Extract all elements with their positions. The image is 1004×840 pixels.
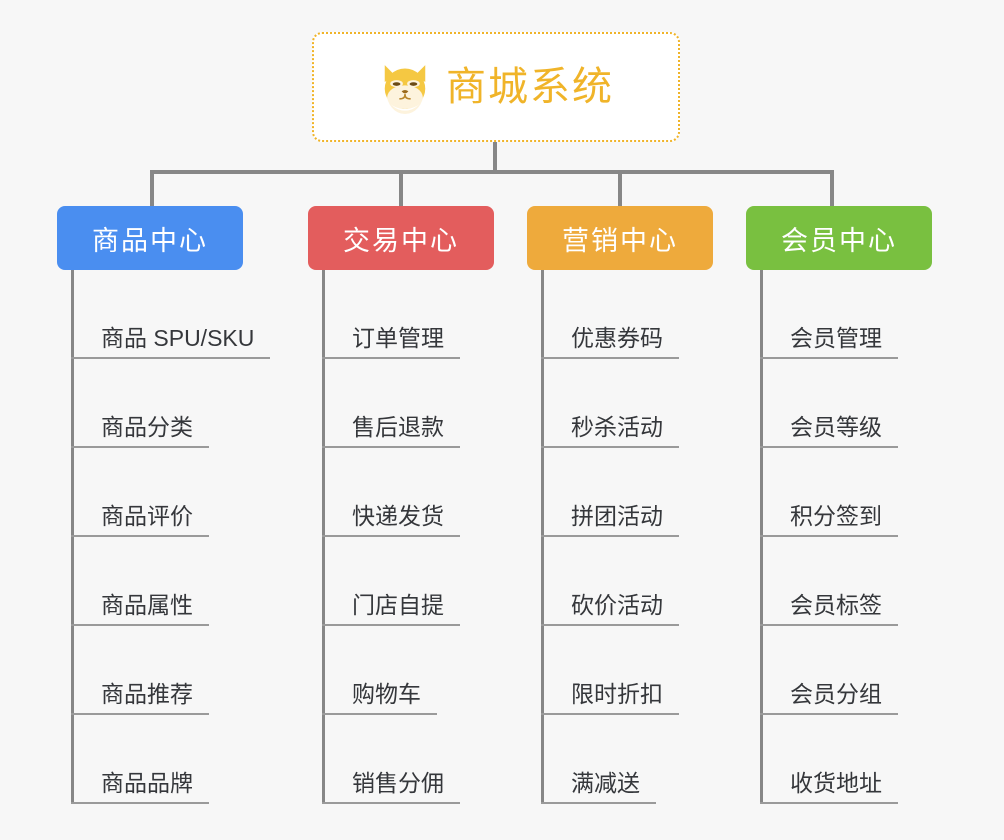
leaf-item-label: 商品属性: [71, 592, 209, 626]
leaf-item-label: 收货地址: [760, 770, 898, 804]
leaf-item-label: 砍价活动: [541, 592, 679, 626]
leaf-item-label: 会员标签: [760, 592, 898, 626]
leaf-item[interactable]: 商品推荐: [71, 626, 243, 715]
branch-member-center: 会员管理会员等级积分签到会员标签会员分组收货地址: [746, 270, 932, 804]
leaf-item[interactable]: 积分签到: [760, 448, 932, 537]
branch-spine: [760, 270, 763, 804]
leaf-item[interactable]: 销售分佣: [322, 715, 494, 804]
leaf-item-label: 优惠券码: [541, 325, 679, 359]
column-header-member-center[interactable]: 会员中心: [746, 206, 932, 270]
leaf-item[interactable]: 秒杀活动: [541, 359, 713, 448]
leaf-item-label: 会员分组: [760, 681, 898, 715]
column-marketing-center: 营销中心优惠券码秒杀活动拼团活动砍价活动限时折扣满减送: [527, 206, 713, 804]
leaf-item[interactable]: 商品 SPU/SKU: [71, 270, 271, 359]
leaf-item[interactable]: 会员标签: [760, 537, 932, 626]
connector-horizontal-bus: [150, 170, 834, 174]
leaf-item-label: 积分签到: [760, 503, 898, 537]
branch-trade-center: 订单管理售后退款快递发货门店自提购物车销售分佣: [308, 270, 494, 804]
leaf-item-label: 销售分佣: [322, 770, 460, 804]
column-header-marketing-center[interactable]: 营销中心: [527, 206, 713, 270]
leaf-item-label: 售后退款: [322, 414, 460, 448]
connector-drop-3: [618, 170, 622, 206]
connector-drop-2: [399, 170, 403, 206]
leaf-item[interactable]: 商品品牌: [71, 715, 243, 804]
column-member-center: 会员中心会员管理会员等级积分签到会员标签会员分组收货地址: [746, 206, 932, 804]
leaf-item[interactable]: 订单管理: [322, 270, 494, 359]
leaf-item-label: 商品评价: [71, 503, 209, 537]
leaf-item-label: 限时折扣: [541, 681, 679, 715]
shiba-dog-face-icon: [384, 65, 426, 114]
leaf-item-label: 商品推荐: [71, 681, 209, 715]
root-node[interactable]: 商城系统: [312, 32, 680, 142]
branch-spine: [541, 270, 544, 804]
branch-product-center: 商品 SPU/SKU 商品分类商品评价商品属性商品推荐商品品牌: [57, 270, 271, 804]
connector-drop-4: [830, 170, 834, 206]
column-header-product-center[interactable]: 商品中心: [57, 206, 243, 270]
leaf-item-label: 满减送: [541, 770, 656, 804]
leaf-item-label: 拼团活动: [541, 503, 679, 537]
connector-root-stem: [493, 142, 497, 172]
leaf-item-label: 门店自提: [322, 592, 460, 626]
leaf-item-label: 商品品牌: [71, 770, 209, 804]
root-node-box[interactable]: 商城系统: [312, 32, 680, 142]
leaf-item-label: 商品分类: [71, 414, 209, 448]
column-header-trade-center[interactable]: 交易中心: [308, 206, 494, 270]
leaf-item[interactable]: 快递发货: [322, 448, 494, 537]
leaf-item-label: 商品 SPU/SKU: [71, 325, 271, 359]
column-header-label: 商品中心: [92, 225, 208, 256]
leaf-item[interactable]: 满减送: [541, 715, 713, 804]
leaf-item[interactable]: 商品评价: [71, 448, 243, 537]
column-header-label: 交易中心: [343, 225, 459, 256]
leaf-item[interactable]: 购物车: [322, 626, 494, 715]
leaf-item[interactable]: 收货地址: [760, 715, 932, 804]
column-trade-center: 交易中心订单管理售后退款快递发货门店自提购物车销售分佣: [308, 206, 494, 804]
leaf-item-label: 快递发货: [322, 503, 460, 537]
leaf-item[interactable]: 售后退款: [322, 359, 494, 448]
branch-marketing-center: 优惠券码秒杀活动拼团活动砍价活动限时折扣满减送: [527, 270, 713, 804]
leaf-item[interactable]: 会员管理: [760, 270, 932, 359]
connector-drop-1: [150, 170, 154, 206]
leaf-item-label: 秒杀活动: [541, 414, 679, 448]
leaf-item[interactable]: 优惠券码: [541, 270, 713, 359]
leaf-item[interactable]: 限时折扣: [541, 626, 713, 715]
leaf-item[interactable]: 会员等级: [760, 359, 932, 448]
leaf-item[interactable]: 商品属性: [71, 537, 243, 626]
root-node-label: 商城系统: [446, 65, 614, 109]
leaf-item-label: 会员管理: [760, 325, 898, 359]
branch-spine: [71, 270, 74, 804]
leaf-item[interactable]: 拼团活动: [541, 448, 713, 537]
leaf-item-label: 购物车: [322, 681, 437, 715]
leaf-item[interactable]: 会员分组: [760, 626, 932, 715]
column-header-label: 营销中心: [562, 225, 678, 256]
column-header-label: 会员中心: [781, 225, 897, 256]
leaf-item[interactable]: 商品分类: [71, 359, 243, 448]
branch-spine: [322, 270, 325, 804]
leaf-item-label: 订单管理: [322, 325, 460, 359]
column-product-center: 商品中心商品 SPU/SKU 商品分类商品评价商品属性商品推荐商品品牌: [57, 206, 271, 804]
leaf-item[interactable]: 门店自提: [322, 537, 494, 626]
leaf-item[interactable]: 砍价活动: [541, 537, 713, 626]
leaf-item-label: 会员等级: [760, 414, 898, 448]
